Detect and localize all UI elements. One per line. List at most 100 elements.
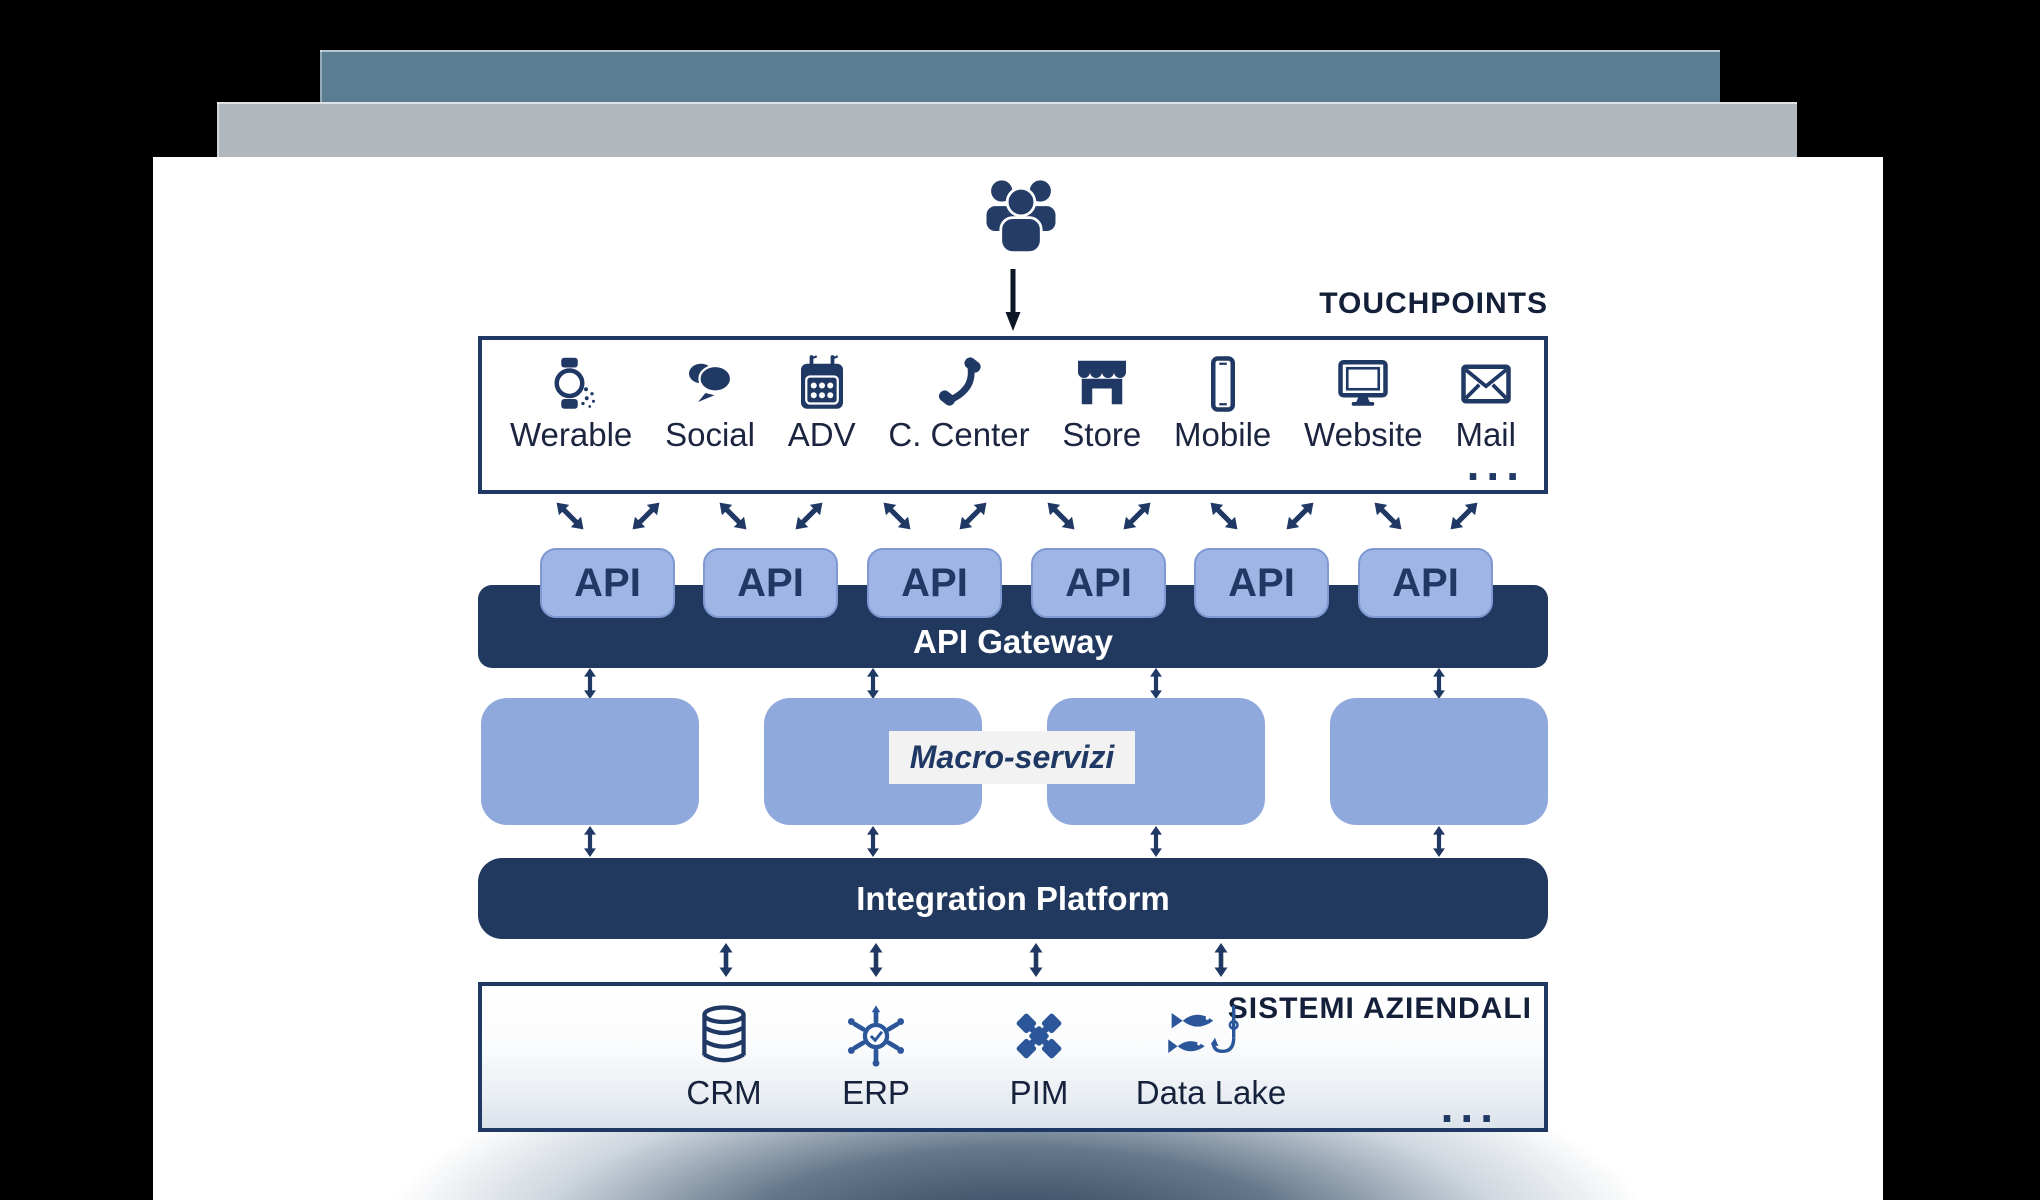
touchpoints-row: Werable Social ADV C. Center Store Mobil…	[482, 340, 1544, 454]
envelope-icon	[1460, 364, 1511, 404]
calendar-icon	[800, 355, 843, 409]
double-arrow-glyph	[556, 502, 583, 530]
macro-service-box	[1330, 698, 1548, 825]
phone-icon	[938, 357, 981, 406]
enterprise-systems-title: SISTEMI AZIENDALI	[1227, 992, 1532, 1025]
system-label: ERP	[842, 1074, 910, 1111]
bidirectional-arrow-icon	[626, 497, 664, 535]
double-arrow-glyph	[1047, 502, 1074, 530]
smartphone-icon	[1210, 356, 1235, 412]
touchpoint-label: Store	[1062, 416, 1142, 453]
touchpoints-box: Werable Social ADV C. Center Store Mobil…	[478, 336, 1548, 494]
touchpoint-item: Mail	[1455, 354, 1516, 454]
system-item: ERP	[776, 1002, 976, 1112]
api-box-label: API	[1228, 560, 1295, 605]
touchpoints-title: TOUCHPOINTS	[1319, 287, 1548, 320]
store-icon	[1077, 360, 1126, 405]
api-box-label: API	[737, 560, 804, 605]
system-item: CRM	[624, 1002, 824, 1112]
chat-icon	[689, 363, 733, 402]
double-arrow-glyph	[1150, 826, 1162, 857]
bidirectional-arrow-icon	[583, 826, 597, 857]
touchpoint-label: Social	[665, 416, 755, 453]
bidirectional-arrow-icon	[877, 497, 915, 535]
touchpoint-label: Website	[1304, 416, 1423, 453]
bidirectional-arrow-icon	[583, 668, 597, 699]
bidirectional-arrow-icon	[713, 497, 751, 535]
people-icon	[983, 177, 1059, 255]
api-box-label: API	[574, 560, 641, 605]
system-icon-wrap	[1005, 1002, 1073, 1070]
down-arrow-icon	[1004, 269, 1022, 331]
touchpoint-label: C. Center	[888, 416, 1030, 453]
double-arrow-glyph	[632, 502, 659, 530]
macro-service-box	[481, 698, 699, 825]
bidirectional-arrow-icon	[1029, 942, 1043, 978]
touchpoint-label: ADV	[787, 416, 856, 453]
system-label: Data Lake	[1135, 1074, 1287, 1111]
double-arrow-glyph	[1210, 502, 1237, 530]
touchpoint-label: Mail	[1455, 416, 1516, 453]
touchpoint-label: Mobile	[1174, 416, 1272, 453]
macro-integration-arrows	[153, 826, 1883, 860]
bidirectional-arrow-icon	[1149, 826, 1163, 857]
bidirectional-arrow-icon	[1214, 942, 1228, 978]
double-arrow-glyph	[869, 943, 883, 977]
double-arrow-glyph	[1433, 668, 1445, 699]
system-item: PIM	[939, 1002, 1139, 1112]
bidirectional-arrow-icon	[1368, 497, 1406, 535]
bidirectional-arrow-icon	[1041, 497, 1079, 535]
double-arrow-glyph	[867, 826, 879, 857]
double-arrow-glyph	[1214, 943, 1228, 977]
macro-services-label-box: Macro-servizi	[889, 731, 1135, 784]
fish-hook-icon	[1168, 1005, 1240, 1054]
integration-systems-arrows	[153, 942, 1883, 980]
bidirectional-arrow-icon	[866, 668, 880, 699]
system-icon-wrap	[842, 1002, 910, 1070]
double-arrow-glyph	[1150, 668, 1162, 699]
bidirectional-arrow-icon	[1204, 497, 1242, 535]
api-box: API	[1358, 548, 1493, 618]
integration-platform-bar: Integration Platform	[478, 858, 1548, 939]
bidirectional-arrow-icon	[1117, 497, 1155, 535]
double-arrow-glyph	[584, 826, 596, 857]
system-label: PIM	[1009, 1074, 1069, 1111]
bidirectional-arrow-icon	[1444, 497, 1482, 535]
slide-canvas: TOUCHPOINTS Werable Social ADV C. Center…	[123, 157, 1913, 1200]
stacked-slide-bar-front	[217, 102, 1797, 158]
touchpoint-item: Mobile	[1174, 354, 1271, 454]
touchpoint-label: Werable	[510, 416, 633, 453]
touchpoint-item: ADV	[788, 354, 856, 454]
bidirectional-arrow-icon	[866, 826, 880, 857]
double-arrow-glyph	[1123, 502, 1150, 530]
api-gateway-label: API Gateway	[913, 623, 1113, 660]
touchpoint-item: Website	[1304, 354, 1423, 454]
double-arrow-glyph	[719, 943, 733, 977]
bidirectional-arrow-icon	[550, 497, 588, 535]
touchpoint-item: Store	[1062, 354, 1141, 454]
double-arrow-glyph	[795, 502, 822, 530]
touchpoint-item: Werable	[510, 354, 632, 454]
monitor-icon	[1338, 360, 1389, 406]
bidirectional-arrow-icon	[953, 497, 991, 535]
double-arrow-glyph	[584, 668, 596, 699]
api-box: API	[1194, 548, 1329, 618]
bidirectional-arrow-icon	[719, 942, 733, 978]
system-icon-wrap	[1164, 1002, 1258, 1070]
double-arrow-glyph	[1374, 502, 1401, 530]
double-arrow-glyph	[1433, 826, 1445, 857]
database-icon	[702, 1005, 746, 1063]
hub-icon	[847, 1005, 905, 1067]
api-box-label: API	[901, 560, 968, 605]
double-arrow-glyph	[883, 502, 910, 530]
watch-icon	[554, 357, 596, 409]
gateway-macro-arrows	[153, 668, 1883, 702]
system-icon-wrap	[690, 1002, 758, 1070]
api-box: API	[1031, 548, 1166, 618]
double-arrow-glyph	[959, 502, 986, 530]
touchpoint-item: Social	[665, 354, 755, 454]
macro-services-label: Macro-servizi	[909, 739, 1115, 775]
integration-platform-label: Integration Platform	[856, 879, 1170, 917]
api-box-label: API	[1065, 560, 1132, 605]
puzzle-icon	[1016, 1013, 1062, 1059]
